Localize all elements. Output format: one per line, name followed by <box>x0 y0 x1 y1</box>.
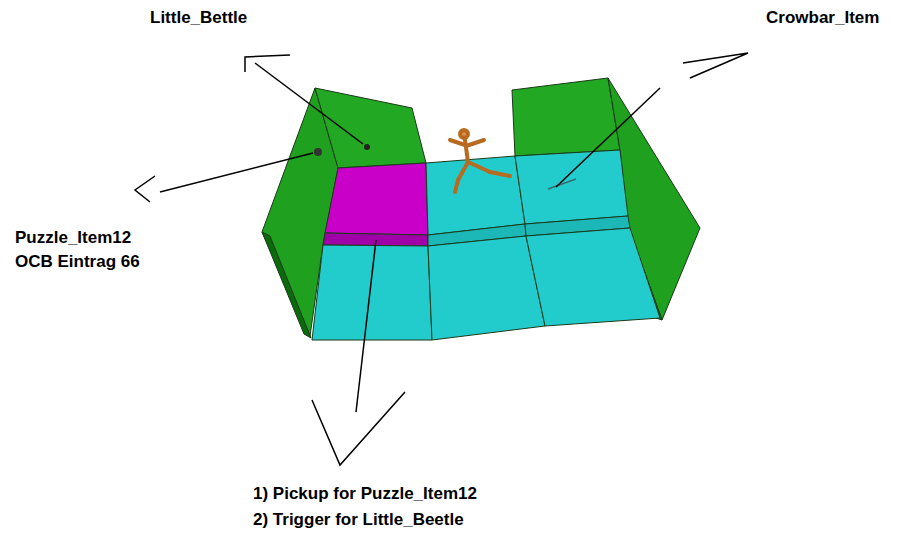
left-back-wall <box>315 88 426 168</box>
trigger-floor-tile <box>325 163 428 235</box>
callout-label: OCB Eintrag 66 <box>15 252 140 272</box>
leader-line <box>160 153 313 192</box>
callout-label: 1) Pickup for Puzzle_Item12 <box>253 484 477 504</box>
label-bracket <box>135 176 155 202</box>
floor-tile <box>515 150 628 224</box>
beetle-object <box>364 144 370 150</box>
right-back-wall <box>512 78 620 156</box>
callout-label: Puzzle_Item12 <box>15 228 131 248</box>
leader-line <box>255 63 363 144</box>
floor-block <box>428 236 545 340</box>
label-bracket <box>245 55 290 72</box>
callout-label: Crowbar_Item <box>766 8 879 28</box>
label-bracket <box>683 53 748 78</box>
leader-line <box>556 88 660 187</box>
puzzle-item-object <box>314 148 322 156</box>
floor-block <box>312 245 432 340</box>
callout-label: Little_Bettle <box>150 8 247 28</box>
character-figure <box>450 130 510 192</box>
left-wall-edge <box>262 232 311 338</box>
floor-tile <box>426 156 525 235</box>
leader-line <box>356 240 376 412</box>
floor-block <box>526 228 660 326</box>
label-bracket <box>312 392 405 465</box>
callout-label: 2) Trigger for Little_Beetle <box>253 510 464 530</box>
